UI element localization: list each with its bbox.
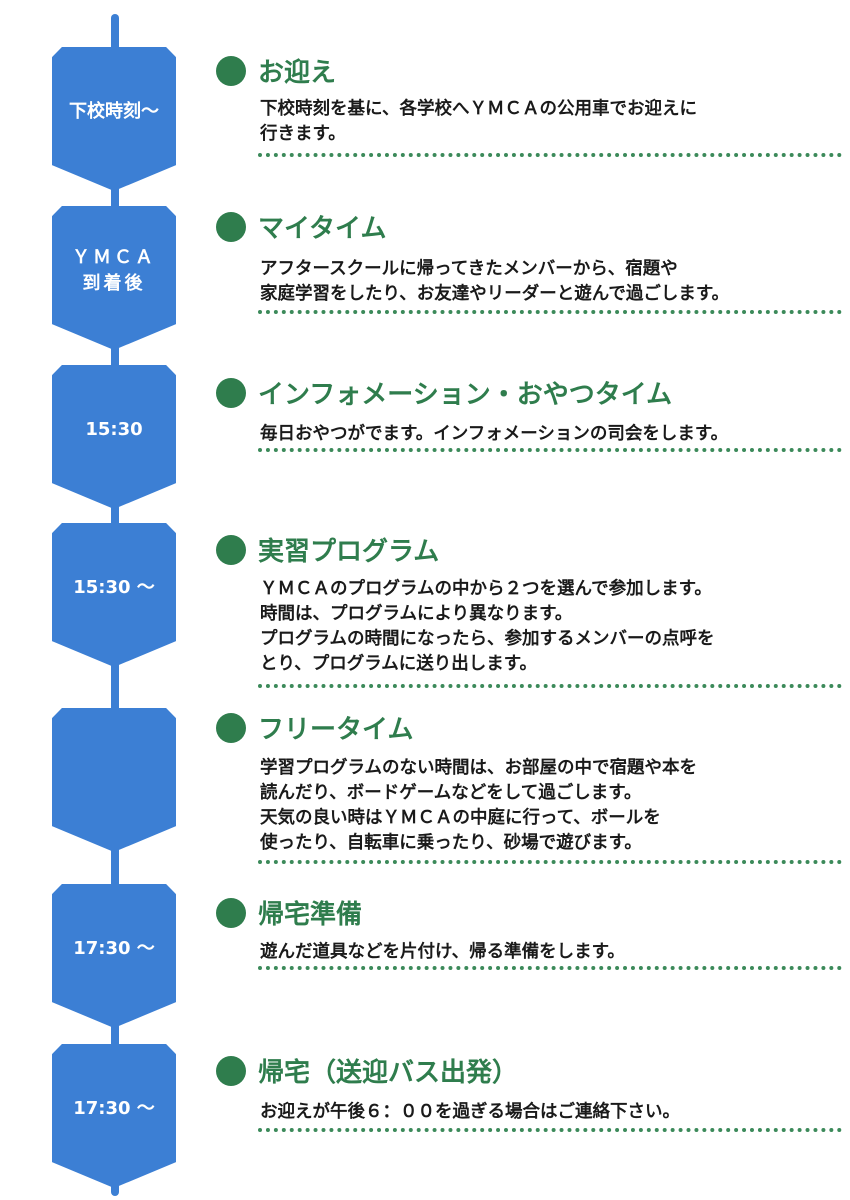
step-title-free-time: フリータイム: [216, 709, 413, 746]
step-description-pickup: 下校時刻を基に、各学校へＹＭＣＡの公用車でお迎えに 行きます。: [260, 99, 697, 144]
step-description-go-home: お迎えが午後６：００を過ぎる場合はご連絡下さい。: [260, 1102, 680, 1122]
step-description-program: ＹＭＣＡのプログラムの中から２つを選んで参加します。 時間は、プログラムにより異…: [260, 579, 715, 674]
time-badge-snack: 15:30: [52, 365, 176, 509]
dotted-divider: [258, 153, 842, 157]
dotted-divider: [258, 448, 842, 452]
step-title-snack: インフォメーション・おやつタイム: [216, 374, 672, 411]
bullet-dot-icon: [216, 211, 246, 242]
step-title-text: お迎え: [258, 58, 337, 88]
bullet-dot-icon: [216, 1055, 246, 1086]
step-title-text: フリータイム: [258, 715, 414, 745]
bullet-dot-icon: [216, 55, 246, 86]
bullet-dot-icon: [216, 712, 246, 743]
dotted-divider: [258, 1128, 842, 1132]
dotted-divider: [258, 860, 842, 864]
step-title-text: 帰宅（送迎バス出発）: [258, 1058, 519, 1088]
bullet-dot-icon: [216, 534, 246, 565]
step-title-go-home: 帰宅（送迎バス出発）: [216, 1052, 518, 1089]
time-badge-pickup: 下校時刻〜: [52, 47, 176, 191]
time-badge-program: 15:30 〜: [52, 523, 176, 667]
step-title-my-time: マイタイム: [216, 208, 386, 245]
time-badge-prepare-home: 17:30 〜: [52, 884, 176, 1028]
bullet-dot-icon: [216, 377, 246, 408]
dotted-divider: [258, 310, 842, 314]
step-description-prepare-home: 遊んだ道具などを片付け、帰る準備をします。: [260, 942, 625, 962]
step-title-text: 帰宅準備: [258, 900, 363, 930]
dotted-divider: [258, 966, 842, 970]
step-title-text: マイタイム: [258, 214, 387, 244]
time-badge-free-time: [52, 708, 176, 852]
step-title-program: 実習プログラム: [216, 531, 439, 568]
time-badge-go-home: 17:30 〜: [52, 1044, 176, 1188]
step-title-text: インフォメーション・おやつタイム: [258, 380, 673, 410]
step-description-free-time: 学習プログラムのない時間は、お部屋の中で宿題や本を 読んだり、ボードゲームなどを…: [260, 758, 697, 853]
step-description-snack: 毎日おやつがでます。インフォメーションの司会をします。: [260, 424, 729, 444]
bullet-dot-icon: [216, 897, 246, 928]
dotted-divider: [258, 684, 842, 688]
step-title-prepare-home: 帰宅準備: [216, 894, 362, 931]
time-badge-my-time: ＹＭＣＡ 到着後: [52, 206, 176, 350]
step-description-my-time: アフタースクールに帰ってきたメンバーから、宿題や 家庭学習をしたり、お友達やリー…: [260, 259, 730, 304]
step-title-pickup: お迎え: [216, 52, 336, 89]
step-title-text: 実習プログラム: [258, 537, 440, 567]
